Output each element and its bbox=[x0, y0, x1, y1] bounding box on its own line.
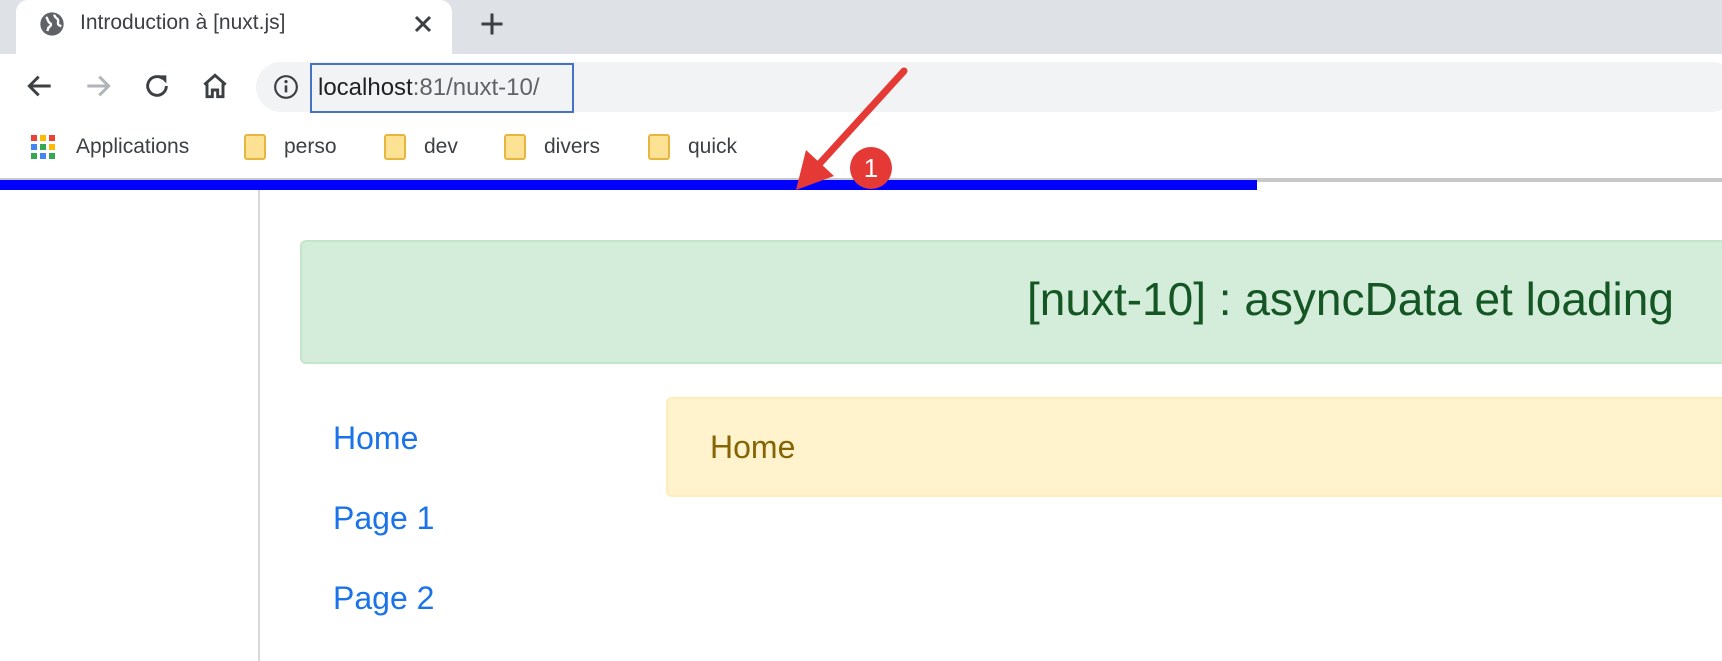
menu-link-home[interactable]: Home bbox=[333, 420, 419, 456]
tab-title: Introduction à [nuxt.js] bbox=[80, 11, 286, 34]
bookmark-label: Applications bbox=[76, 135, 190, 158]
browser-toolbar: localhost:81/nuxt-10/ bbox=[0, 54, 1722, 120]
bookmark-label: divers bbox=[544, 135, 601, 158]
bookmark-label: quick bbox=[688, 135, 738, 158]
bookmark-label: dev bbox=[424, 135, 458, 158]
reload-icon[interactable] bbox=[141, 70, 173, 102]
bookmark-applications[interactable]: Applications bbox=[30, 132, 189, 162]
folder-icon bbox=[384, 134, 406, 160]
tab-strip: Introduction à [nuxt.js] bbox=[0, 0, 1722, 54]
bookmark-label: perso bbox=[284, 135, 337, 158]
url-highlight-box: localhost:81/nuxt-10/ bbox=[310, 63, 574, 113]
bookmark-folder-perso[interactable]: perso bbox=[244, 132, 337, 162]
sidebar-divider bbox=[258, 190, 260, 661]
menu-link-page-2[interactable]: Page 2 bbox=[333, 580, 435, 616]
annotation-badge: 1 bbox=[850, 147, 892, 189]
bookmark-folder-dev[interactable]: dev bbox=[384, 132, 458, 162]
home-icon[interactable] bbox=[199, 70, 231, 102]
globe-icon bbox=[40, 12, 64, 36]
folder-icon bbox=[648, 134, 670, 160]
url-path: :81/nuxt-10/ bbox=[412, 74, 540, 101]
bookmark-folder-quick[interactable]: quick bbox=[648, 132, 737, 162]
content-panel: Home bbox=[666, 397, 1722, 497]
url-text[interactable]: localhost:81/nuxt-10/ bbox=[318, 74, 539, 102]
browser-tab[interactable]: Introduction à [nuxt.js] bbox=[16, 0, 452, 54]
page-header: [nuxt-10] : asyncData et loading bbox=[300, 240, 1722, 364]
back-arrow-icon[interactable] bbox=[24, 70, 56, 102]
info-icon[interactable] bbox=[273, 74, 299, 100]
folder-icon bbox=[244, 134, 266, 160]
bookmark-folder-divers[interactable]: divers bbox=[504, 132, 600, 162]
address-bar[interactable]: localhost:81/nuxt-10/ bbox=[256, 62, 1722, 113]
content-text: Home bbox=[710, 429, 796, 465]
plus-icon[interactable] bbox=[478, 10, 506, 38]
forward-arrow-icon[interactable] bbox=[82, 70, 114, 102]
folder-icon bbox=[504, 134, 526, 160]
page-title: [nuxt-10] : asyncData et loading bbox=[1027, 273, 1674, 325]
loading-progress-bar bbox=[0, 180, 1258, 190]
close-icon[interactable] bbox=[411, 12, 435, 36]
url-host: localhost bbox=[318, 74, 413, 101]
apps-grid-icon bbox=[31, 135, 55, 159]
menu-link-page-1[interactable]: Page 1 bbox=[333, 500, 435, 536]
